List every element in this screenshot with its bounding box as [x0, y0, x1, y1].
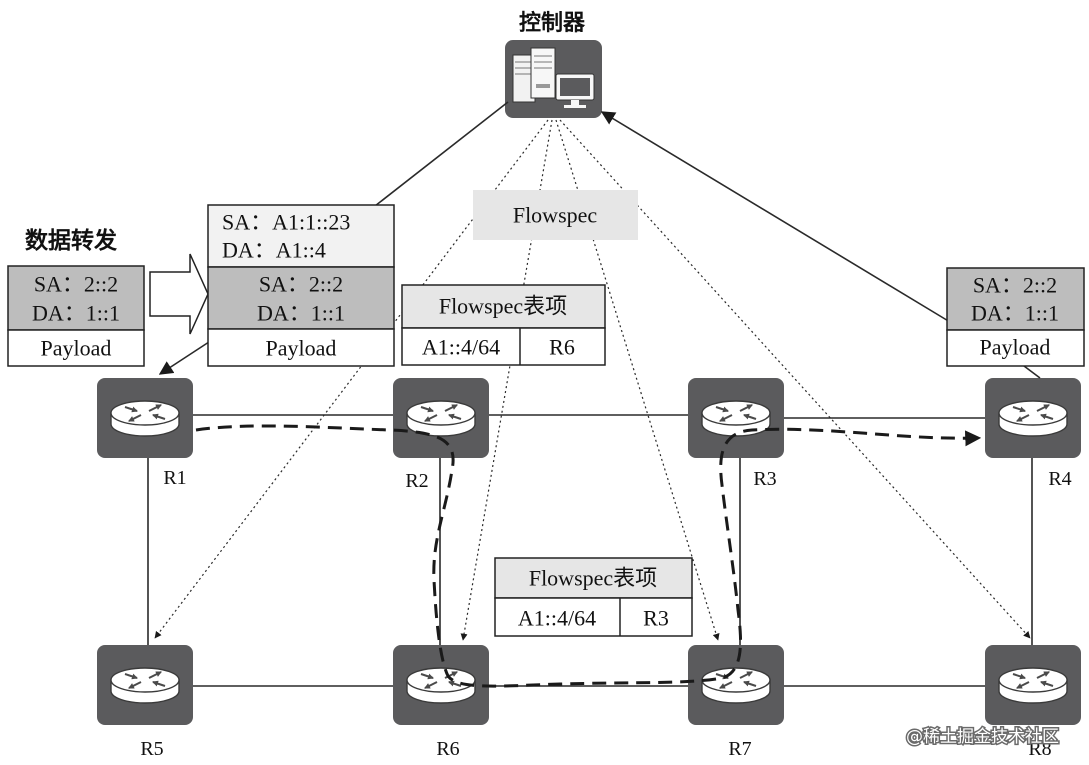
router-r4: R4 [985, 378, 1081, 490]
packet-payload-cell [207, 328, 395, 367]
router-label: R4 [1048, 468, 1071, 490]
router-icon [111, 401, 179, 436]
packet-inner-sa: SA：2::2 [259, 272, 343, 297]
packet-encapsulated: SA：A1:1::23 DA：A1::4 SA：2::2 DA：1::1 Pay… [207, 204, 395, 367]
router-r5: R5 [97, 645, 193, 760]
packet-payload-cell [7, 329, 145, 367]
router-r2: R2 [393, 378, 489, 492]
router-label: R3 [753, 468, 776, 490]
data-forwarding-title: 数据转发 [25, 227, 117, 254]
table-prefix: A1::4/64 [518, 606, 596, 631]
packet-da: DA：1::1 [32, 301, 120, 326]
packet-da: DA：1::1 [971, 301, 1059, 326]
table-row [401, 327, 606, 366]
packet-to-controller-arrow [600, 111, 951, 323]
flowspec-table-upper: Flowspec表项 A1::4/64 R6 [401, 284, 606, 366]
router-r8: R8 [985, 645, 1081, 760]
router-r6: R6 [393, 645, 489, 760]
packet-header [946, 267, 1085, 331]
watermark: @稀土掘金技术社区 [906, 727, 1059, 747]
packet-payload: Payload [266, 336, 337, 361]
router-icon [702, 668, 770, 703]
router-r1: R1 [97, 378, 193, 489]
router-label: R8 [1028, 738, 1051, 760]
router-label: R5 [140, 738, 163, 760]
table-row [494, 597, 693, 637]
flowspec-table-lower: Flowspec表项 A1::4/64 R3 [494, 557, 693, 637]
table-next-hop: R6 [549, 335, 575, 360]
packet-inner-header [207, 266, 395, 330]
packet-to-r1-arrow [158, 339, 213, 375]
table-header-cell [494, 557, 693, 599]
router-label: R7 [728, 738, 751, 760]
r4-to-packet-line [1023, 365, 1041, 379]
table-header-cell [401, 284, 606, 329]
packet-payload: Payload [41, 336, 112, 361]
flowspec-label: Flowspec [473, 190, 638, 240]
packet-sa: SA：2::2 [973, 273, 1057, 298]
packet-left: SA：2::2 DA：1::1 Payload [7, 265, 145, 367]
router-label: R2 [405, 470, 428, 492]
table-header: Flowspec表项 [529, 566, 657, 591]
router-label: R6 [436, 738, 459, 760]
router-icon [702, 401, 770, 436]
packet-sa: SA：2::2 [34, 272, 118, 297]
packet-payload: Payload [980, 335, 1051, 360]
encapsulation-arrow [149, 253, 209, 335]
table-prefix: A1::4/64 [422, 335, 500, 360]
table-header: Flowspec表项 [439, 294, 567, 319]
forwarding-path [195, 424, 982, 688]
controller-server-icon [512, 47, 595, 108]
flowspec-label-text: Flowspec [513, 203, 598, 228]
controller-to-packet-line [374, 101, 509, 207]
table-next-hop: R3 [643, 606, 669, 631]
router-icon [999, 401, 1067, 436]
controller-title: 控制器 [519, 10, 586, 36]
router-r7: R7 [688, 645, 784, 760]
flowspec-label-bg [473, 190, 638, 240]
flowspec-line-r8 [559, 119, 1031, 639]
packet-payload-cell [946, 329, 1085, 367]
packet-right: SA：2::2 DA：1::1 Payload [946, 267, 1085, 367]
packet-outer-da: DA：A1::4 [222, 238, 326, 263]
flowspec-line-r5 [154, 119, 549, 639]
router-r3: R3 [688, 378, 784, 490]
packet-outer-sa: SA：A1:1::23 [222, 210, 350, 235]
packet-outer-header [207, 204, 395, 268]
router-label: R1 [163, 467, 186, 489]
packet-header [7, 265, 145, 331]
packet-inner-da: DA：1::1 [257, 301, 345, 326]
router-icon [999, 668, 1067, 703]
topology-links [147, 414, 1033, 687]
controller: 控制器 [505, 10, 602, 118]
router-icon [111, 668, 179, 703]
